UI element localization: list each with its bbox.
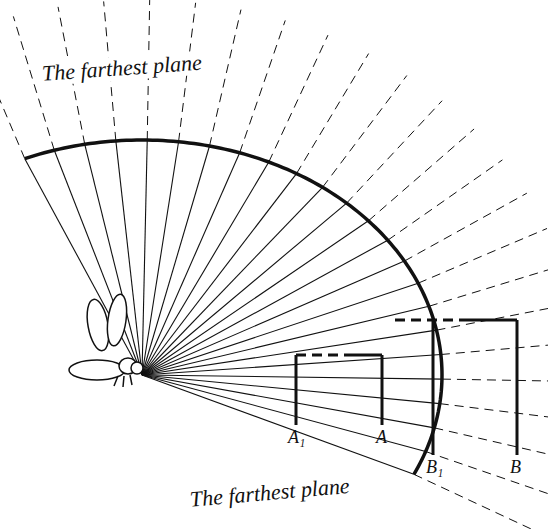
ray-line (142, 187, 323, 375)
ray-line (142, 174, 297, 375)
plane-label: The farthest plane (39, 51, 204, 87)
ray-line (142, 261, 404, 375)
ray-extension (434, 428, 548, 459)
ray-line (142, 240, 388, 375)
ray-line (142, 142, 179, 375)
object-edge (432, 320, 435, 455)
ray-line (142, 375, 414, 474)
ray-line (142, 375, 440, 404)
ray-extension (269, 35, 328, 162)
ray-line (142, 355, 441, 375)
ray-line (142, 283, 418, 375)
objects (296, 320, 517, 455)
ray-extension (418, 228, 547, 283)
object-edge (516, 320, 519, 455)
object-top-hidden (296, 354, 352, 357)
ray-extension (440, 404, 548, 421)
ray-extension (347, 101, 442, 203)
ray-line (142, 221, 368, 375)
point-label: B₁ (424, 458, 445, 478)
ray-extension (297, 54, 369, 174)
ray-extension (404, 193, 526, 261)
ray-line (142, 203, 347, 375)
plane-label: The farthest plane (187, 474, 353, 512)
ray-extension (426, 452, 548, 498)
ray-line (142, 140, 147, 375)
ray-extension (441, 342, 548, 354)
ray-extension (323, 76, 407, 188)
ray-line (54, 150, 142, 375)
ray-line (25, 159, 142, 375)
ray-extension (240, 20, 286, 152)
point-label: A₁ (286, 428, 307, 448)
ray-extension (436, 303, 548, 330)
ray-extension (388, 160, 503, 240)
object-top-hidden (395, 319, 460, 322)
ray-extension (368, 129, 474, 221)
ray-extension (414, 474, 541, 529)
ray-extension (0, 30, 25, 159)
ray-line (142, 375, 442, 379)
ray-line (142, 375, 434, 428)
object-top (352, 354, 382, 357)
ray-line (142, 162, 269, 375)
object-top (460, 319, 517, 322)
fly-figure (69, 293, 143, 387)
ray-line (142, 330, 436, 375)
ray-extension (429, 265, 548, 306)
ray-extension (209, 10, 240, 146)
object-edge (381, 355, 384, 425)
object-edge (295, 355, 298, 425)
ray-extension (442, 379, 548, 381)
farthest-plane-arc (25, 140, 442, 474)
point-label: B (508, 458, 523, 478)
point-label: A (374, 428, 389, 448)
